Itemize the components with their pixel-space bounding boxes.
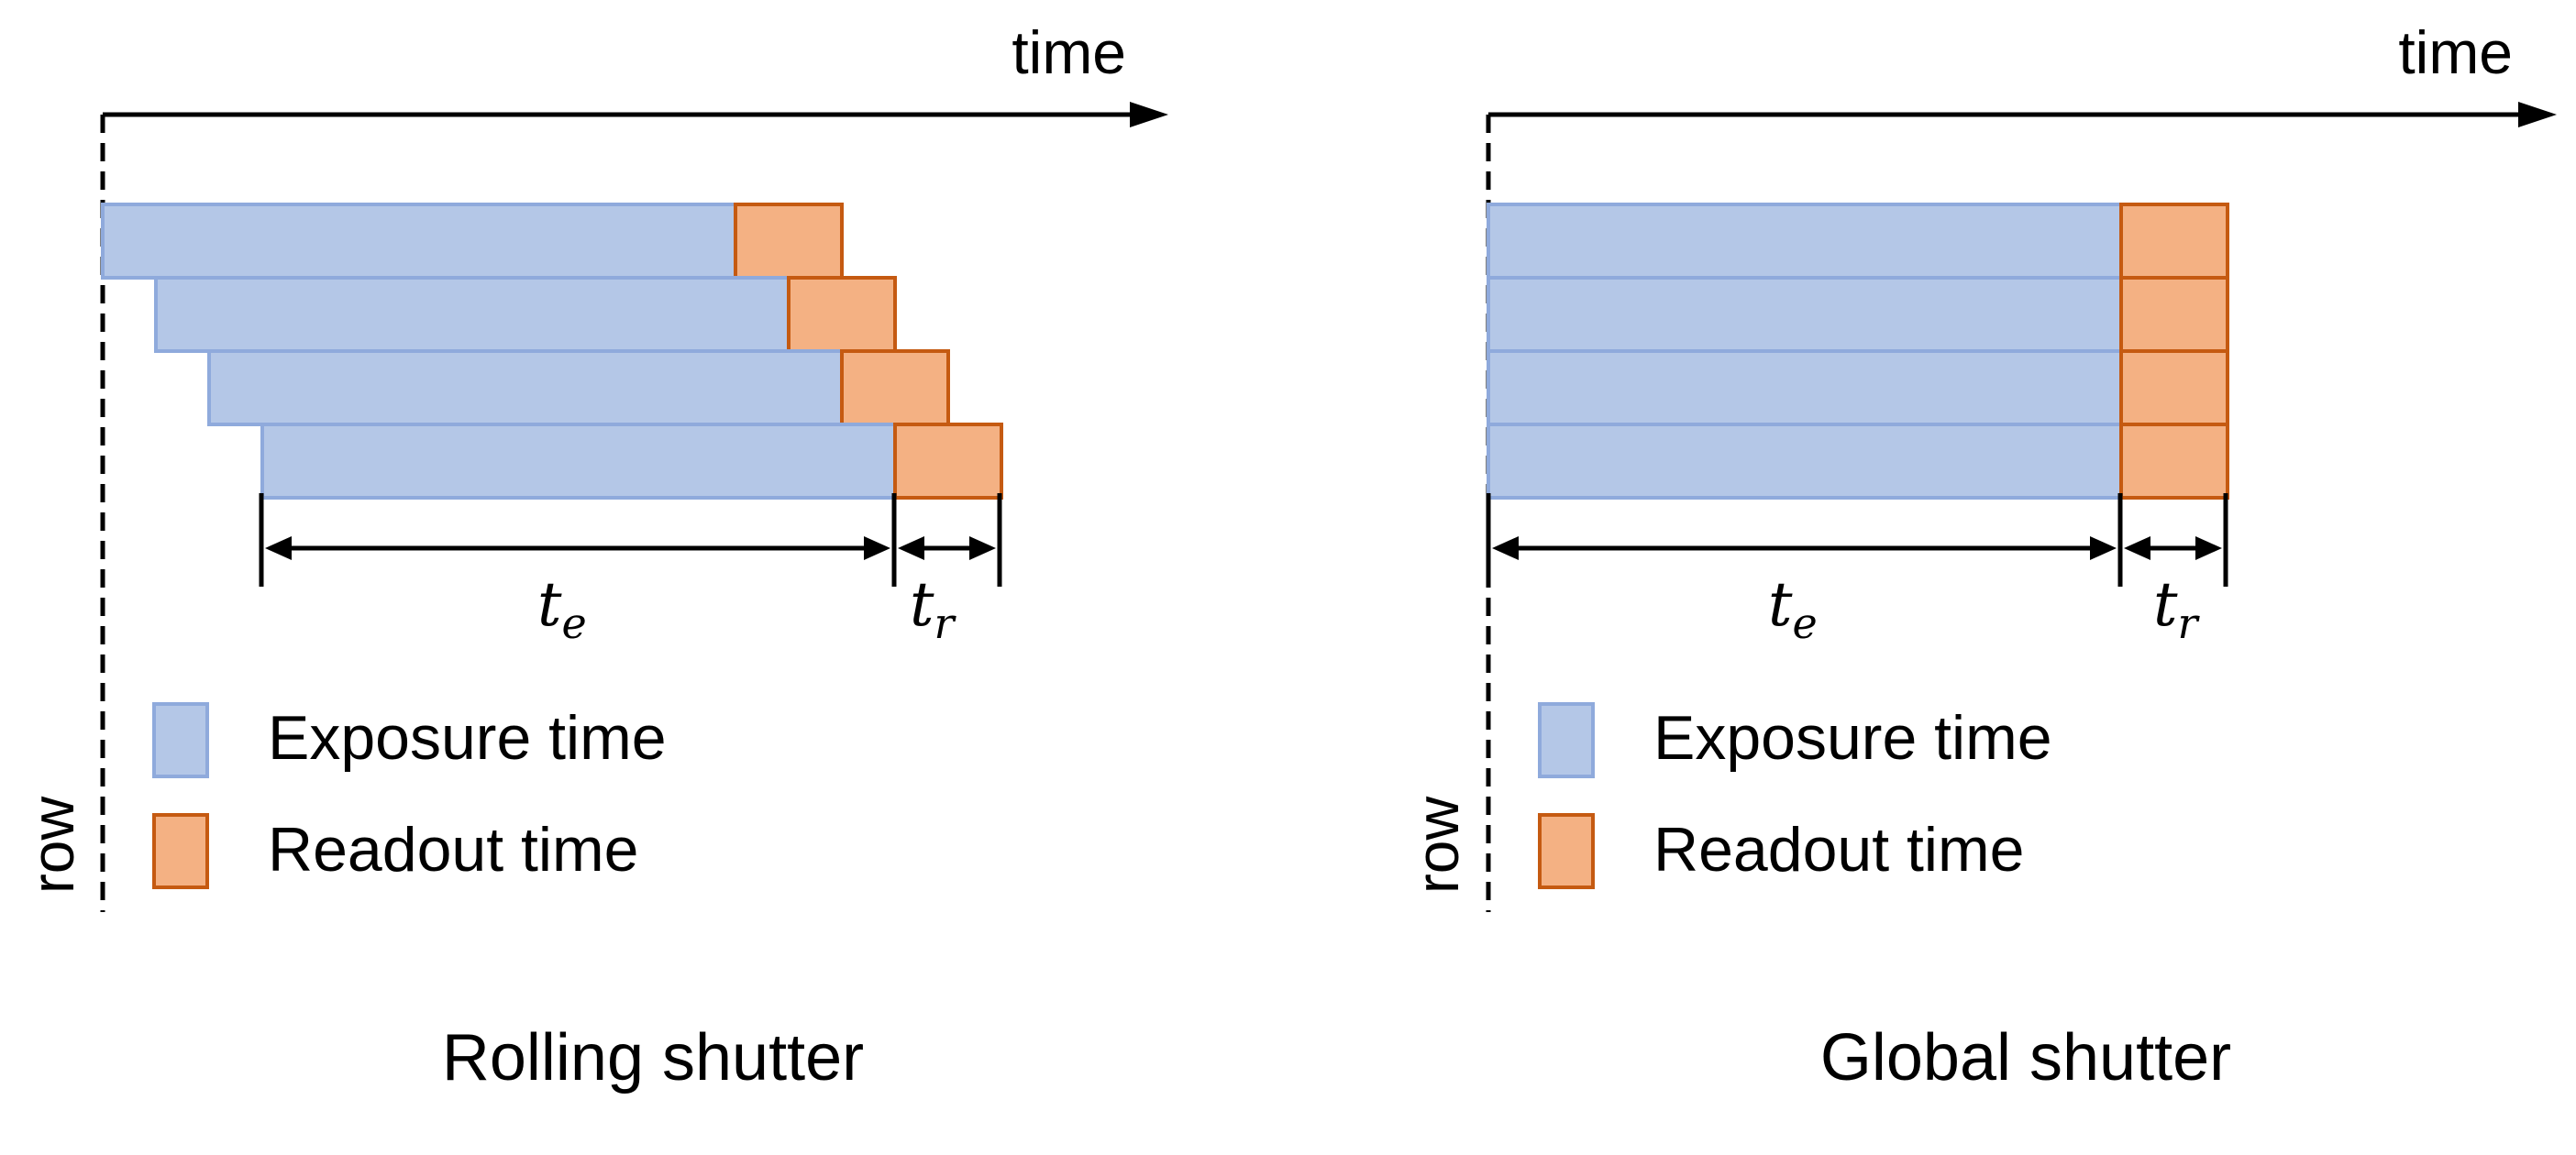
row-axis-label: row [1403,796,1471,894]
tr-label: tr [2153,569,2201,648]
tr-dimension [898,493,1002,587]
tr-label: tr [910,569,957,648]
exposure-bar [1487,203,2123,280]
readout-bar [2119,423,2229,500]
legend-readout-swatch [152,813,209,889]
global-shutter-panel: time row te tr Exposure time Readout [1403,18,2557,1094]
rolling-rows [101,203,1003,500]
exposure-bar [154,276,790,353]
time-axis-arrowhead [1130,102,1168,127]
te-dimension [259,493,897,587]
tr-dimension [2124,493,2228,587]
rolling-shutter-panel: time row te tr Exposure [18,18,1168,1094]
time-axis-arrowhead [2518,102,2557,127]
legend-readout-label: Readout time [1653,815,2024,885]
legend-exposure-swatch [152,702,209,778]
panel-caption: Global shutter [1820,1021,2231,1094]
legend-readout-swatch [1538,813,1595,889]
legend: Exposure time Readout time [152,702,667,889]
readout-bar [787,276,897,353]
exposure-bar [1487,423,2123,500]
exposure-bar [101,203,737,280]
readout-bar [893,423,1003,500]
readout-bar [734,203,844,280]
panel-caption: Rolling shutter [442,1021,864,1094]
te-dimension [1486,493,2123,587]
exposure-bar [207,349,844,426]
legend-exposure-label: Exposure time [268,703,667,773]
time-axis-label: time [2398,18,2513,86]
te-label: te [1768,569,1818,648]
legend: Exposure time Readout time [1538,702,2052,889]
global-rows [1487,203,2229,500]
readout-bar [840,349,950,426]
exposure-bar [260,423,897,500]
legend-exposure-label: Exposure time [1653,703,2052,773]
row-axis-label: row [18,796,86,894]
readout-bar [2119,203,2229,280]
exposure-bar [1487,276,2123,353]
legend-readout-label: Readout time [268,815,638,885]
readout-bar [2119,349,2229,426]
te-label: te [537,569,587,648]
time-axis-label: time [1012,18,1126,86]
exposure-bar [1487,349,2123,426]
readout-bar [2119,276,2229,353]
legend-exposure-swatch [1538,702,1595,778]
